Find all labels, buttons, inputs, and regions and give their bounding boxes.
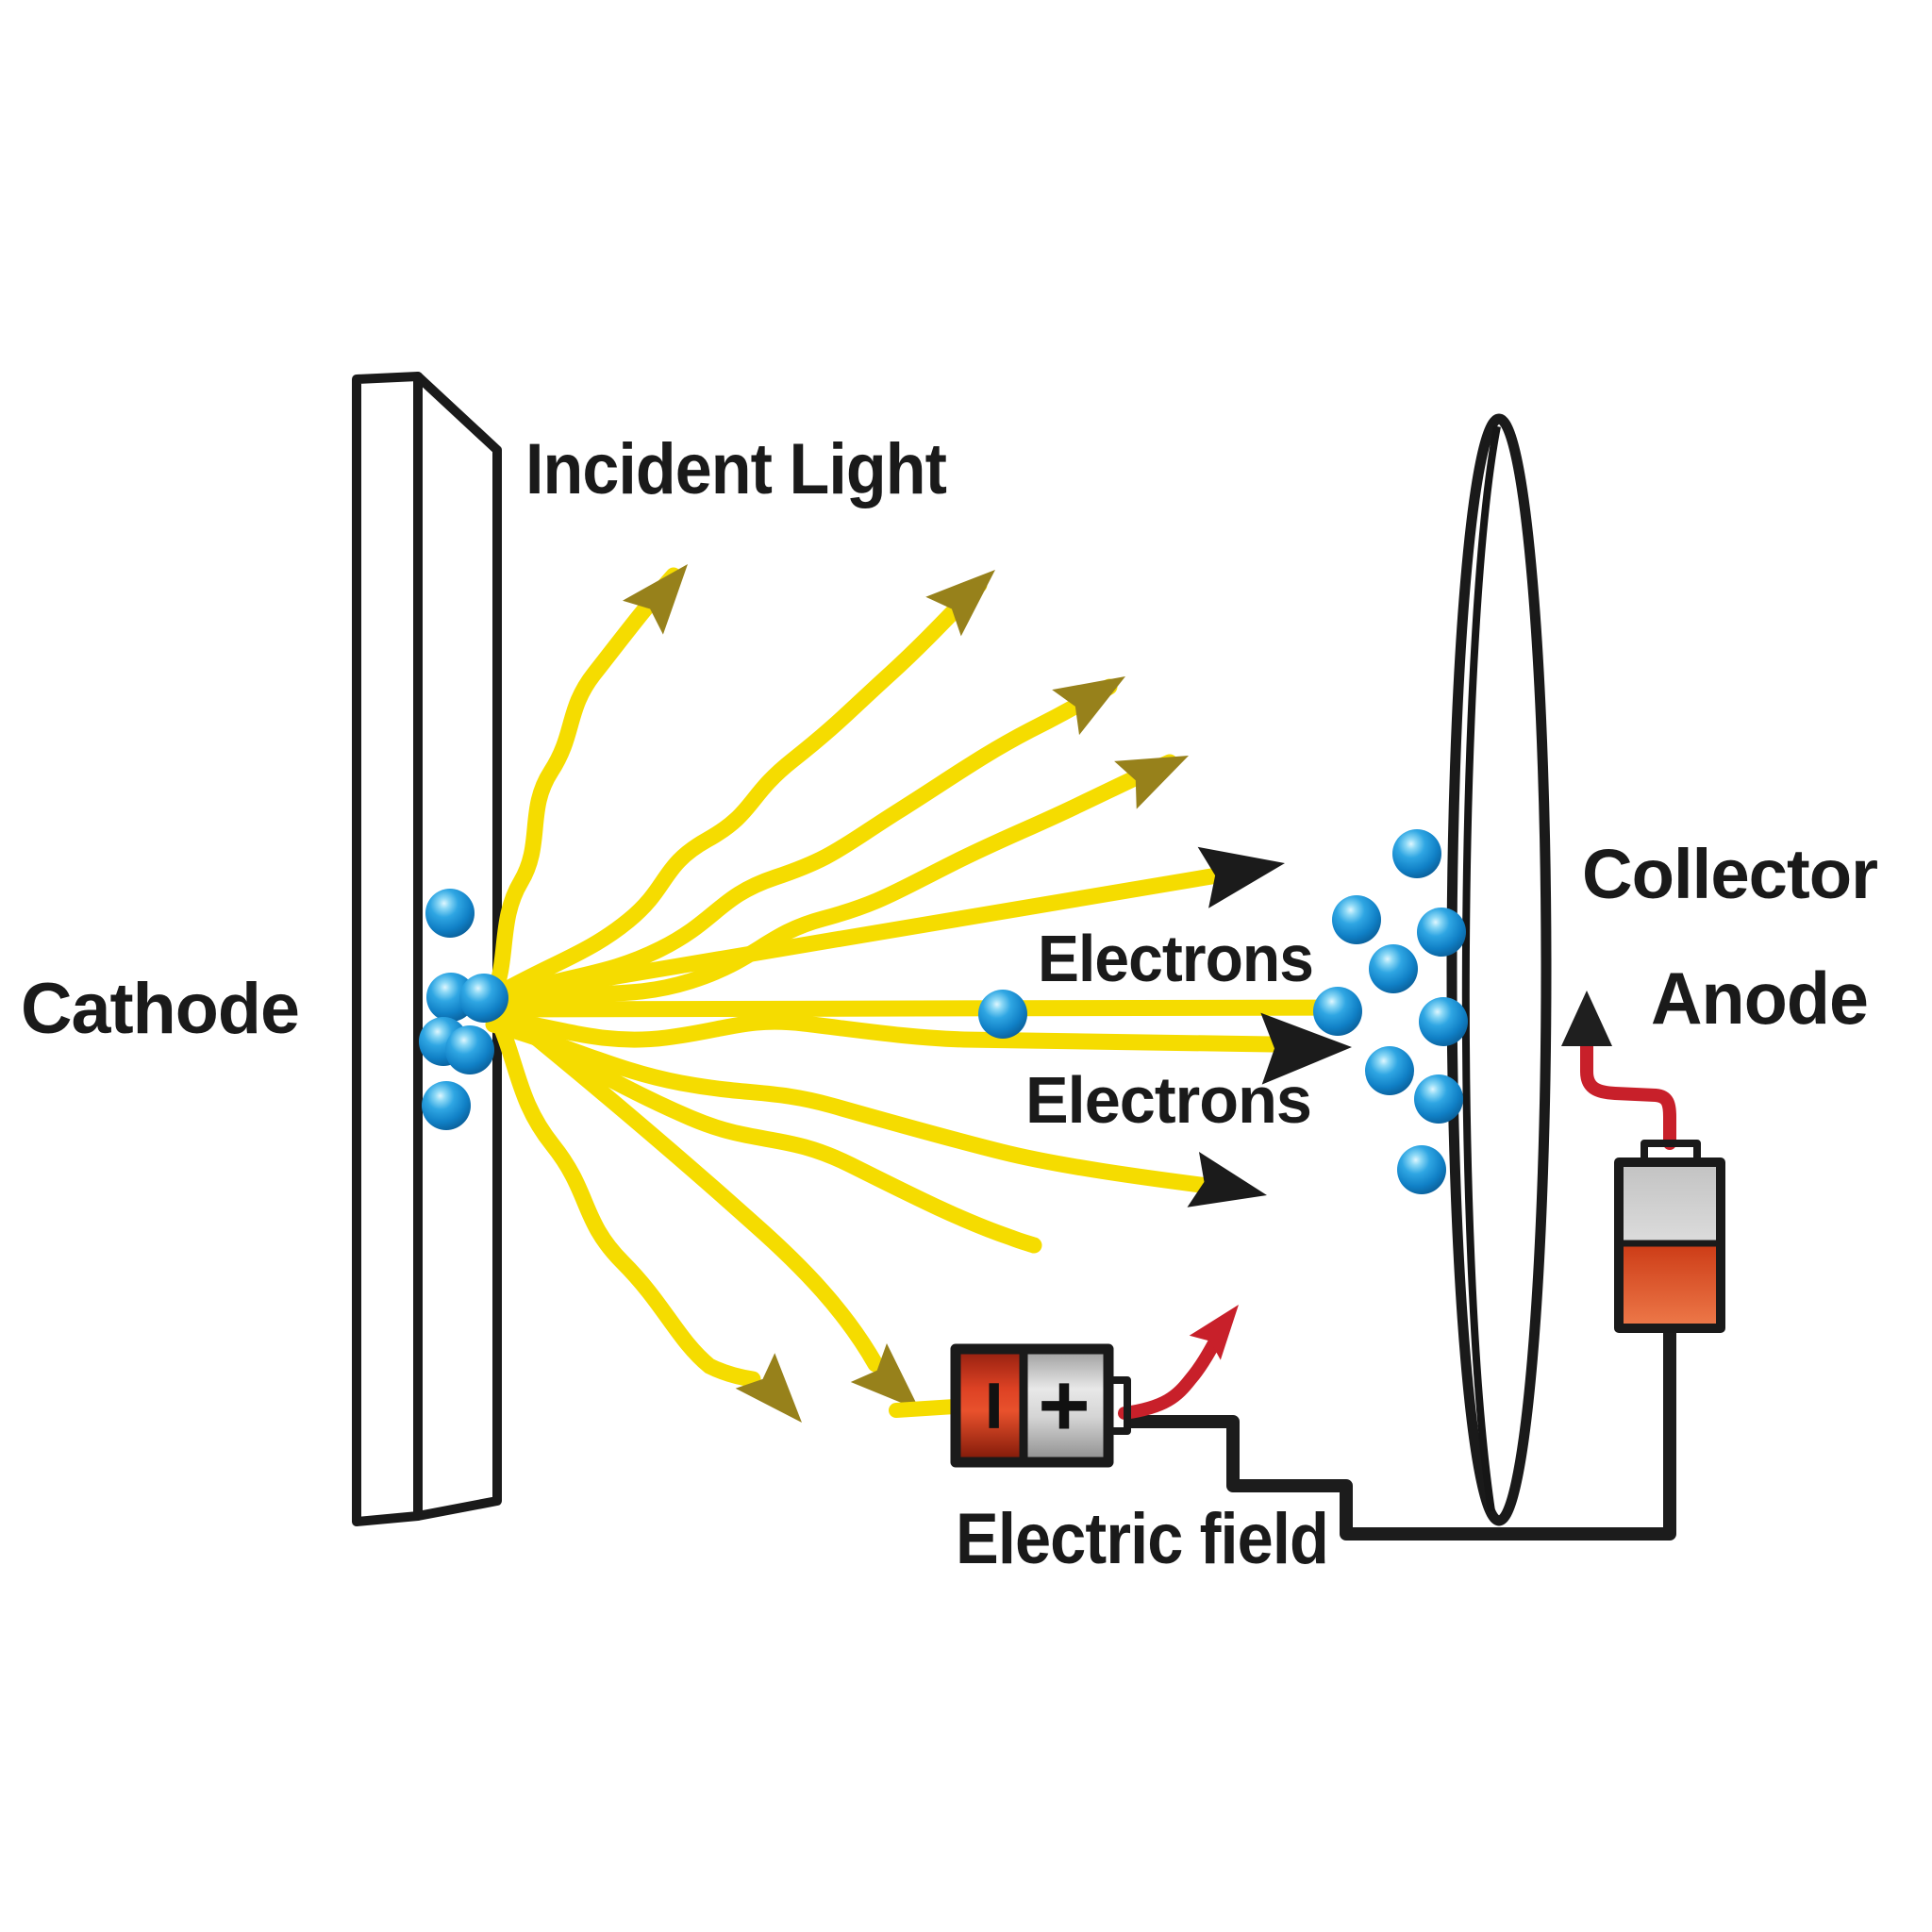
- electron: [1419, 997, 1468, 1046]
- light-ray-wavy: [486, 576, 988, 1005]
- battery2-red-half: [1619, 1243, 1721, 1328]
- electron: [1313, 987, 1362, 1036]
- anode-up-arrow-icon: [1561, 991, 1612, 1046]
- light-ray-wavy: [483, 997, 761, 1388]
- electron-path: [485, 860, 1265, 1006]
- cathode-label: Cathode: [21, 969, 299, 1049]
- collector-disk: [1446, 413, 1552, 1526]
- battery-plus-symbol: +: [1038, 1356, 1090, 1456]
- cathode-side-face: [413, 372, 502, 1521]
- collector-label: Collector: [1582, 835, 1877, 913]
- electron-arrow-icon: [1260, 1012, 1352, 1085]
- cathode-front-face: [352, 372, 423, 1526]
- battery-negative-cell: [957, 1350, 1024, 1461]
- light-ray-straight: [484, 993, 884, 1373]
- electric-field-label: Electric field: [956, 1499, 1328, 1579]
- anode-wire-red: [1580, 1035, 1676, 1150]
- battery-vertical: [1614, 1140, 1725, 1333]
- battery-minus-symbol: −: [944, 1379, 1044, 1431]
- cathode-plate: [352, 372, 502, 1526]
- light-ray-wavy: [485, 1005, 1042, 1254]
- red-arrow-icon: [1189, 1305, 1239, 1360]
- electron-path: [485, 1016, 1224, 1195]
- electron: [459, 974, 508, 1023]
- light-ray-arrow-icon: [850, 1343, 920, 1410]
- light-ray-arrow-icon: [735, 1353, 802, 1423]
- light-ray-wavy: [484, 567, 682, 1007]
- light-ray-to-battery: [889, 1399, 962, 1418]
- electron: [1414, 1074, 1463, 1124]
- electron: [1332, 895, 1381, 944]
- electron-path: [485, 1008, 1280, 1053]
- light-ray-arrow-icon: [622, 564, 688, 635]
- electron: [1392, 829, 1441, 878]
- circuit-wire: [1126, 1332, 1676, 1541]
- light-ray-arrow-icon: [925, 570, 995, 637]
- electron: [422, 1081, 471, 1130]
- electron-arrow-icon: [1197, 846, 1285, 908]
- incident-light-rays: [483, 564, 1189, 1423]
- electron: [1369, 944, 1418, 993]
- collector-plate: [1446, 413, 1552, 1526]
- electrons-lower-label: Electrons: [1025, 1063, 1311, 1137]
- electron: [445, 1025, 494, 1074]
- electron: [1417, 908, 1466, 957]
- collector-rim-line: [1461, 425, 1501, 1512]
- battery-positive-cell: [1024, 1350, 1108, 1461]
- electron-arrow-icon: [1187, 1152, 1267, 1208]
- electrons-upper-label: Electrons: [1038, 922, 1313, 995]
- anode-label: Anode: [1651, 957, 1868, 1040]
- light-ray-arrow-icon: [1114, 756, 1189, 809]
- light-ray-wavy: [487, 678, 1118, 1008]
- electron-path: [484, 999, 1356, 1018]
- electrons: [419, 829, 1468, 1194]
- battery2-gray-half: [1619, 1162, 1721, 1243]
- light-ray-arrow-icon: [1052, 676, 1125, 736]
- electron: [1365, 1046, 1414, 1095]
- electron: [978, 990, 1027, 1039]
- electron: [425, 889, 475, 938]
- electron: [1397, 1145, 1446, 1194]
- battery-terminal-nub: [1105, 1376, 1131, 1435]
- circuit-wires: [1118, 991, 1676, 1541]
- field-wire-red: [1118, 1319, 1230, 1420]
- incident-light-label: Incident Light: [525, 429, 947, 509]
- labels: Incident Light Cathode Collector Anode E…: [21, 429, 1878, 1579]
- light-ray-wavy: [486, 754, 1178, 1012]
- battery-horizontal: − +: [944, 1343, 1131, 1468]
- electron-arrows: [484, 846, 1356, 1208]
